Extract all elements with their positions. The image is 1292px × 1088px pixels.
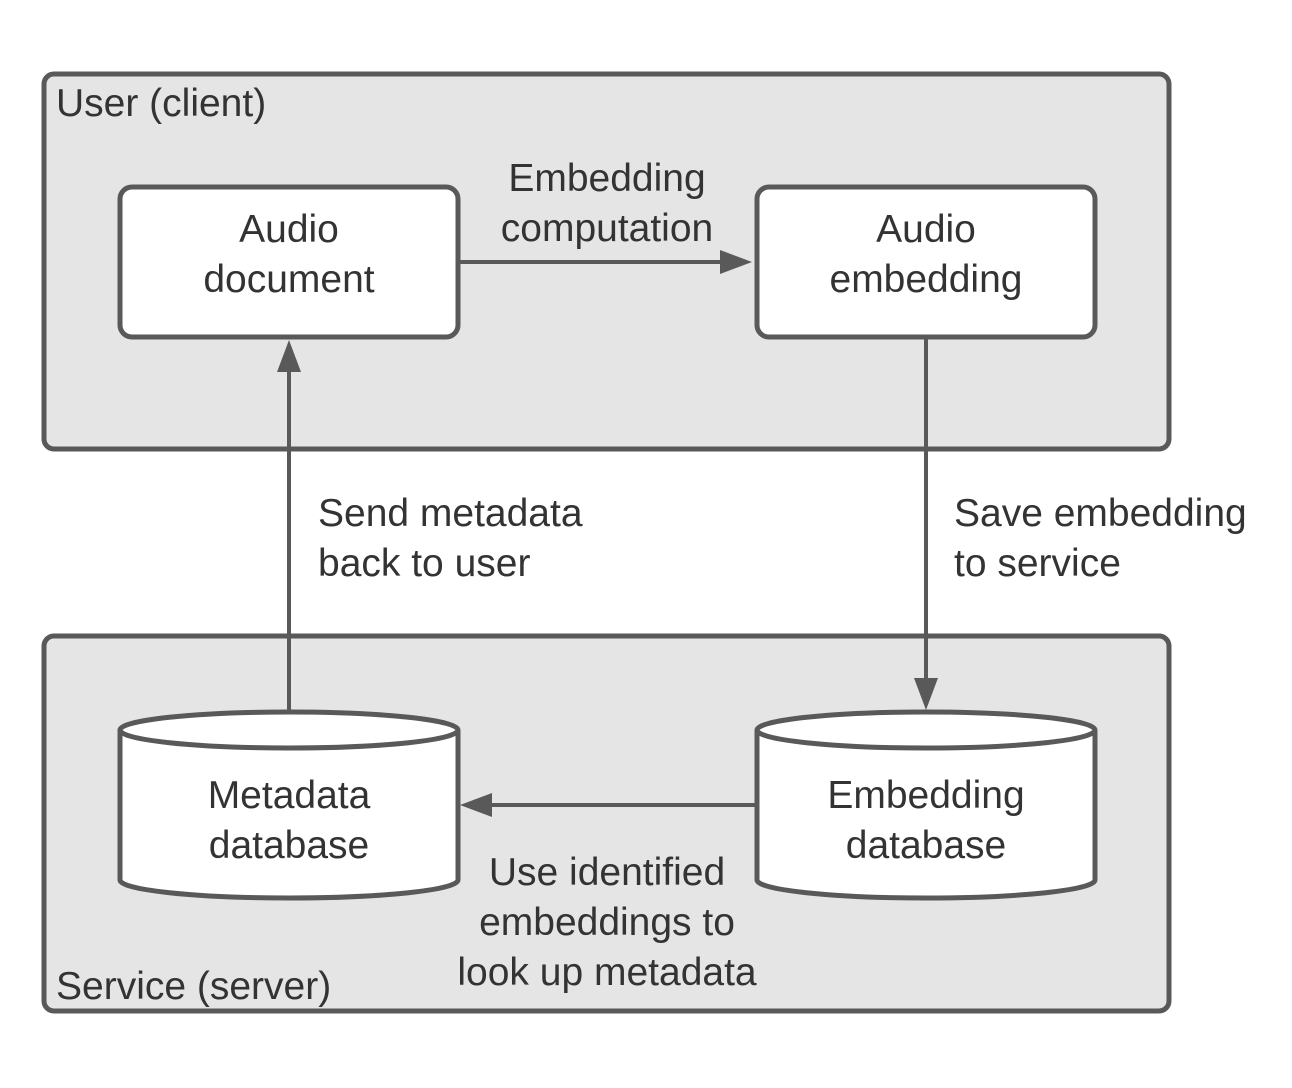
edge-label-line: look up metadata [457,951,757,994]
node-label-line: Embedding [827,774,1024,817]
node-embedding-database: Embedding database [754,709,1098,901]
edge-save-embedding: Save embedding to service [914,338,1247,710]
node-label-line: document [203,258,374,301]
node-audio-document: Audio document [117,184,461,340]
node-label-line: Audio [876,208,976,251]
edge-label-line: Send metadata [318,492,583,535]
edge-label-line: Save embedding [954,492,1247,535]
edge-send-metadata: Send metadata back to user [277,340,583,710]
arrowhead-left [460,793,492,817]
node-label-line: Metadata [208,774,371,817]
server-container-label: Service (server) [56,965,331,1008]
edge-label-line: Embedding [508,157,705,200]
edge-embedding-computation: Embedding computation [459,157,752,274]
client-container-label: User (client) [56,82,266,125]
arrowhead-right [720,250,752,274]
edge-label-line: computation [501,207,713,250]
edge-label-line: Use identified [489,851,725,894]
edge-label-line: to service [954,542,1121,585]
edge-lookup-metadata: Use identified embeddings to look up met… [457,793,757,994]
node-metadata-database: Metadata database [117,709,461,901]
node-label-line: embedding [830,258,1023,301]
arrowhead-down [914,678,938,710]
arrowhead-up [277,340,301,372]
node-audio-embedding: Audio embedding [754,184,1098,340]
edge-label-line: back to user [318,542,530,585]
node-label-line: database [846,824,1006,867]
node-label-line: Audio [239,208,339,251]
edge-label-line: embeddings to [479,901,735,944]
node-label-line: database [209,824,369,867]
